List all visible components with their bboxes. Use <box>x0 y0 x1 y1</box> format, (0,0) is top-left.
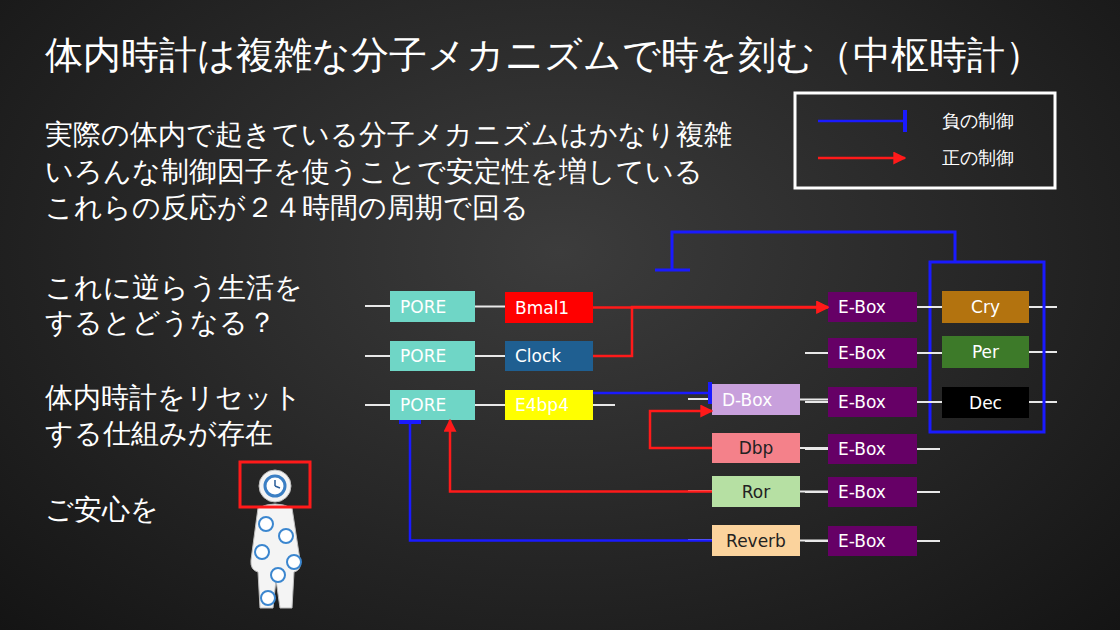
connector-path <box>917 306 942 308</box>
regulation-connector <box>800 540 828 541</box>
regulation-connector <box>475 356 505 357</box>
repression-bar <box>655 269 690 272</box>
slide-title: 体内時計は複雑な分子メカニズムで時を刻む（中枢時計） <box>45 30 1043 80</box>
box-label: PORE <box>400 346 446 366</box>
box-label: E-Box <box>838 439 886 459</box>
box-label: E-Box <box>838 531 886 551</box>
box-label: Dec <box>969 393 1002 413</box>
gene-element-box: Per <box>942 336 1029 368</box>
gene-element-box: Cry <box>942 291 1029 323</box>
gene-element-box: PORE <box>390 390 475 420</box>
regulation-connector <box>917 402 942 403</box>
regulation-connector <box>475 306 505 307</box>
box-label: E-Box <box>838 482 886 502</box>
gene-element-box: E-Box <box>828 387 917 417</box>
box-label: Clock <box>515 346 561 366</box>
gene-element-box: PORE <box>390 341 475 371</box>
repressor-group-frame <box>930 262 1044 432</box>
gene-element-box: Reverb <box>712 525 800 556</box>
body-text: これらの反応が２４時間の周期で回る <box>45 191 1045 225</box>
connector-path <box>917 352 942 354</box>
gene-element-box: PORE <box>390 291 475 322</box>
box-label: Cry <box>971 297 1000 317</box>
gene-element-box: E-Box <box>828 434 917 464</box>
box-label: Ror <box>742 482 770 502</box>
legend-sample-positive <box>818 157 905 160</box>
box-label: PORE <box>400 297 446 317</box>
regulation-connector <box>650 411 712 448</box>
legend-item: 正の制御 <box>942 145 1014 171</box>
regulation-connector <box>475 405 505 406</box>
connector-path <box>917 401 942 403</box>
gene-element-box: D-Box <box>712 384 800 415</box>
legend-text: 負の制御 <box>942 108 1014 134</box>
connector-path <box>800 447 828 449</box>
box-label: E4bp4 <box>515 395 569 415</box>
box-label: Dbp <box>739 438 774 458</box>
gene-element-box: E-Box <box>828 292 917 322</box>
gene-element-box: E-Box <box>828 526 917 556</box>
regulation-connector <box>800 448 828 449</box>
box-label: Per <box>972 342 999 362</box>
connector-path <box>593 307 828 356</box>
connector-path <box>450 420 712 492</box>
body-text: 実際の体内で起きている分子メカニズムはかなり複雑 <box>45 118 1045 152</box>
connector-path <box>475 404 505 406</box>
gene-element-box: E4bp4 <box>505 390 593 420</box>
gene-element-box: Clock <box>505 341 593 371</box>
box-label: Bmal1 <box>515 298 569 318</box>
repression-line <box>672 232 955 270</box>
connector-path <box>800 399 828 401</box>
gene-element-box: E-Box <box>828 477 917 507</box>
person-illustration <box>240 462 310 608</box>
gene-element-box: Bmal1 <box>505 292 593 323</box>
box-label: D-Box <box>722 390 772 410</box>
regulation-connector <box>593 393 710 394</box>
legend-text: 正の制御 <box>942 145 1014 171</box>
regulation-connector <box>450 420 712 492</box>
connector-path <box>475 355 505 357</box>
gene-element-box: Dbp <box>712 433 800 463</box>
legend-sample-negative <box>818 120 905 123</box>
box-label: E-Box <box>838 297 886 317</box>
body-text: いろんな制御因子を使うことで安定性を増している <box>45 155 1045 189</box>
connector-path <box>800 491 828 493</box>
regulation-connector <box>917 307 942 308</box>
side-note: ご安心を <box>45 493 345 527</box>
gene-element-box: E-Box <box>828 338 917 368</box>
connector-path <box>410 422 712 541</box>
legend-item: 負の制御 <box>942 108 1014 134</box>
box-label: E-Box <box>838 343 886 363</box>
side-note: 体内時計をリセット する仕組みが存在 <box>45 380 345 452</box>
regulation-connector <box>800 399 828 400</box>
regulation-connector <box>593 307 828 356</box>
regulation-connector <box>917 353 942 354</box>
connector-path <box>650 411 712 448</box>
gene-element-box: Ror <box>712 476 800 507</box>
connector-path <box>593 306 828 309</box>
regulation-connector <box>410 422 712 541</box>
gene-stubs <box>365 306 1057 541</box>
gene-element-box: Dec <box>942 387 1029 418</box>
box-label: E-Box <box>838 392 886 412</box>
legend-frame <box>795 93 1055 188</box>
connector-path <box>593 392 710 395</box>
regulation-connector <box>800 491 828 492</box>
box-label: PORE <box>400 395 446 415</box>
connector-path <box>475 306 505 308</box>
box-label: Reverb <box>726 531 786 551</box>
side-note: これに逆らう生活を するとどうなる？ <box>45 270 345 340</box>
connector-path <box>800 540 828 542</box>
regulation-connector <box>593 307 828 308</box>
